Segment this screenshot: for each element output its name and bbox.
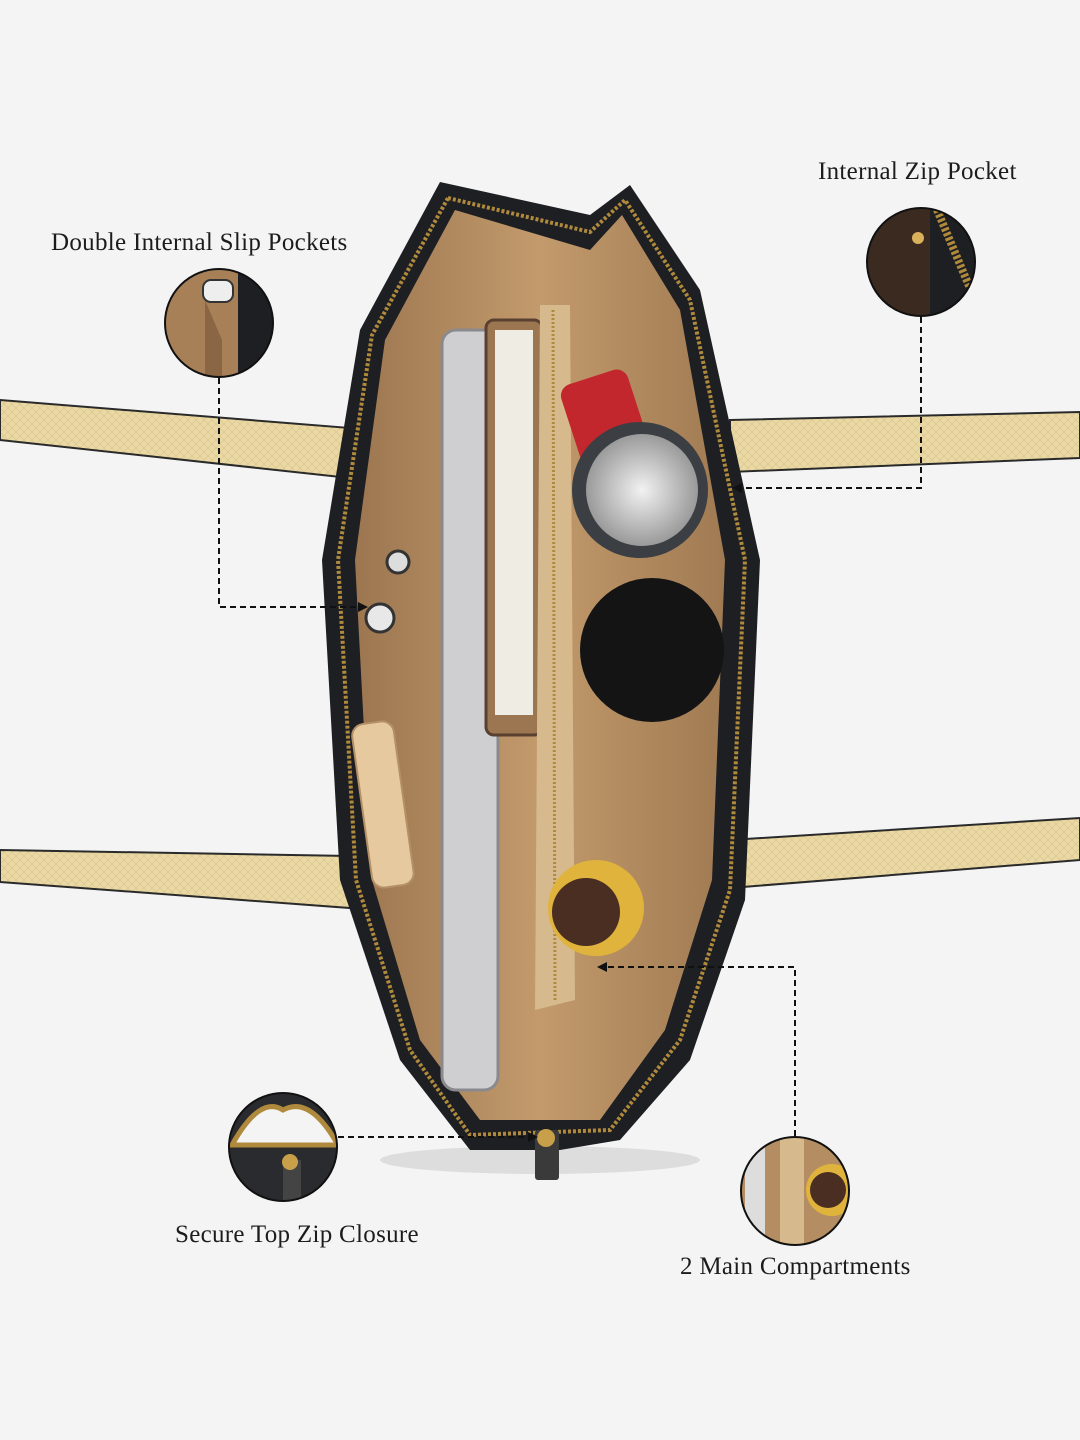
bag-body <box>322 182 760 1180</box>
callout-connectors <box>218 317 922 1138</box>
callout-label-slip-pockets: Double Internal Slip Pockets <box>51 229 348 256</box>
thumb-top-zip <box>228 1092 338 1202</box>
thumb-zip-pocket <box>866 207 976 317</box>
callout-label-top-zip: Secure Top Zip Closure <box>175 1221 419 1248</box>
thumb-compartments <box>740 1136 850 1246</box>
shoulder-straps <box>0 398 1080 910</box>
callout-label-compartments: 2 Main Compartments <box>680 1253 911 1280</box>
callout-label-zip-pocket: Internal Zip Pocket <box>818 158 1017 185</box>
thumb-slip-pockets <box>164 268 274 378</box>
